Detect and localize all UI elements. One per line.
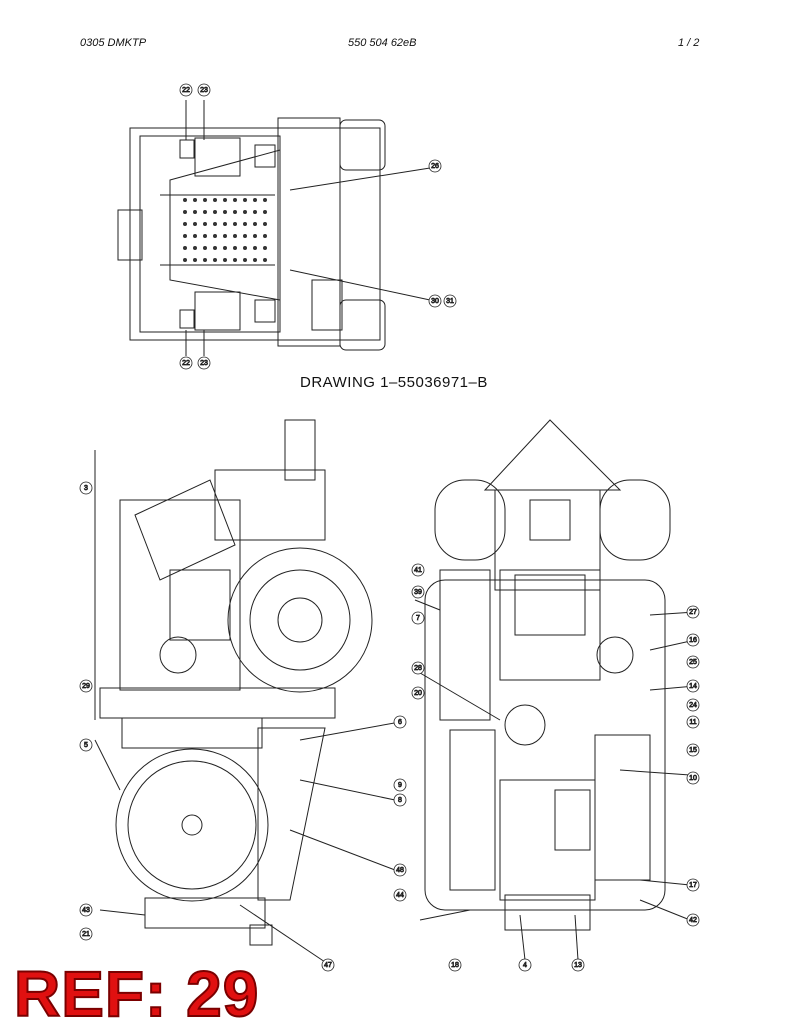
svg-text:24: 24 <box>689 702 697 709</box>
svg-text:5: 5 <box>84 742 88 749</box>
callout-front-17: 17 <box>686 878 700 892</box>
svg-text:6: 6 <box>398 719 402 726</box>
svg-text:26: 26 <box>431 163 439 170</box>
svg-text:15: 15 <box>689 747 697 754</box>
callout-side-5: 5 <box>79 738 93 752</box>
callout-front-7: 7 <box>411 611 425 625</box>
callout-side-21: 21 <box>79 927 93 941</box>
svg-text:21: 21 <box>82 931 90 938</box>
callout-top-22b: 22 <box>179 356 193 370</box>
callout-front-10: 10 <box>686 771 700 785</box>
callout-top-23a: 23 <box>197 83 211 97</box>
top-view-drawing <box>117 100 431 356</box>
callout-side-9: 9 <box>393 778 407 792</box>
svg-text:22: 22 <box>182 360 190 367</box>
svg-text:43: 43 <box>82 907 90 914</box>
svg-text:8: 8 <box>398 797 402 804</box>
svg-text:10: 10 <box>689 775 697 782</box>
svg-text:9: 9 <box>398 782 402 789</box>
header-part-number: 550 504 62eB <box>348 37 417 49</box>
callout-front-11: 11 <box>686 715 700 729</box>
header-page-number: 1 / 2 <box>678 37 700 49</box>
callout-front-27: 27 <box>686 605 700 619</box>
svg-text:30: 30 <box>431 298 439 305</box>
svg-text:39: 39 <box>414 589 422 596</box>
svg-text:7: 7 <box>416 615 420 622</box>
svg-text:23: 23 <box>200 360 208 367</box>
callout-front-16: 16 <box>686 633 700 647</box>
svg-text:13: 13 <box>574 962 582 969</box>
svg-text:14: 14 <box>689 683 697 690</box>
svg-text:28: 28 <box>414 665 422 672</box>
callout-top-22a: 22 <box>179 83 193 97</box>
callout-side-47: 47 <box>321 958 335 972</box>
callout-side-44: 44 <box>393 888 407 902</box>
callout-top-31: 31 <box>443 294 457 308</box>
svg-text:23: 23 <box>200 87 208 94</box>
callout-top-23b: 23 <box>197 356 211 370</box>
svg-text:48: 48 <box>396 867 404 874</box>
callout-top-30: 30 <box>428 294 442 308</box>
callout-front-14: 14 <box>686 679 700 693</box>
drawing-title: DRAWING 1–55036971–B <box>300 374 488 391</box>
callout-side-48: 48 <box>393 863 407 877</box>
svg-text:41: 41 <box>414 567 422 574</box>
svg-text:42: 42 <box>689 917 697 924</box>
callout-front-42: 42 <box>686 913 700 927</box>
callout-side-8: 8 <box>393 793 407 807</box>
callout-front-4: 4 <box>518 958 532 972</box>
callout-front-20: 20 <box>411 686 425 700</box>
reference-stamp: REF: 29 <box>13 958 260 1030</box>
callout-side-6: 6 <box>393 715 407 729</box>
svg-text:17: 17 <box>689 882 697 889</box>
callout-front-24: 24 <box>686 698 700 712</box>
svg-text:20: 20 <box>414 690 422 697</box>
svg-text:29: 29 <box>82 683 90 690</box>
svg-text:31: 31 <box>446 298 454 305</box>
callout-front-18: 18 <box>448 958 462 972</box>
callout-front-15: 15 <box>686 743 700 757</box>
callout-front-28: 28 <box>411 661 425 675</box>
callout-side-3: 3 <box>79 481 93 495</box>
svg-text:11: 11 <box>689 719 696 726</box>
callout-front-13: 13 <box>571 958 585 972</box>
callout-side-29: 29 <box>79 679 93 693</box>
svg-text:16: 16 <box>689 637 697 644</box>
callout-side-43: 43 <box>79 903 93 917</box>
callout-top-26: 26 <box>428 159 442 173</box>
svg-text:44: 44 <box>396 892 404 899</box>
svg-text:47: 47 <box>324 962 332 969</box>
svg-text:3: 3 <box>84 485 88 492</box>
side-view-drawing <box>94 419 401 963</box>
svg-text:4: 4 <box>523 962 527 969</box>
front-view-drawing <box>414 419 696 961</box>
svg-text:25: 25 <box>689 659 697 666</box>
svg-text:22: 22 <box>182 87 190 94</box>
callout-front-41: 41 <box>411 563 425 577</box>
callout-front-39: 39 <box>411 585 425 599</box>
header-doc-code: 0305 DMKTP <box>80 37 147 49</box>
svg-text:18: 18 <box>451 962 459 969</box>
callout-front-25: 25 <box>686 655 700 669</box>
svg-text:27: 27 <box>689 609 697 616</box>
